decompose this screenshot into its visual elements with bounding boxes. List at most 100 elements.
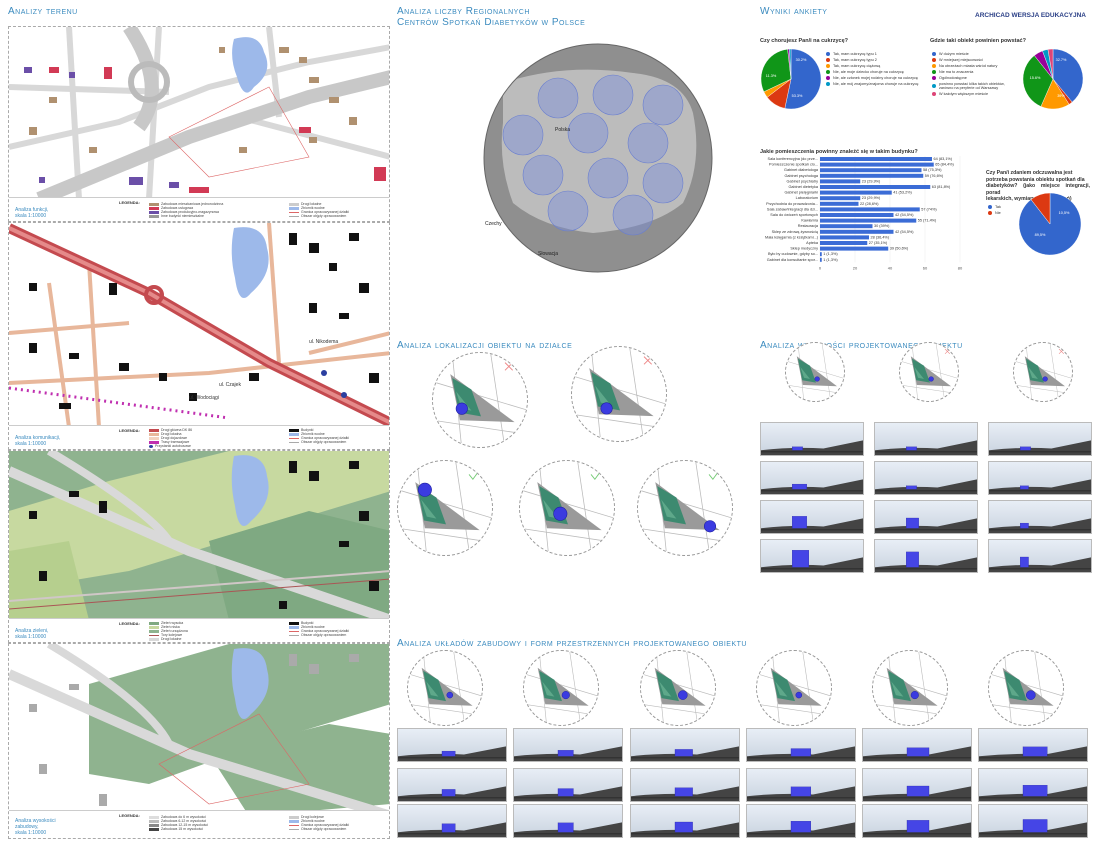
legend-item: Drogi lokalne [289,202,321,206]
elevation-thumbnail [874,500,978,534]
title-regional: Analiza liczby Regionalnych Centrów Spot… [397,6,585,28]
pie-slice [784,48,822,110]
legend-item: Tory kolejowe [149,633,182,637]
pie-label: 32.7% [1056,58,1067,62]
site-variant-thumbnail [397,460,493,556]
q1-pie-chart: 53.3%11.3%30.2% [760,48,822,110]
legend-item: Obszar objęty opracowaniem [289,633,346,637]
site-variant-thumbnail [899,342,959,402]
elevation-thumbnail [988,461,1092,495]
elevation-thumbnail [760,422,864,456]
bar-category-label: Apteka [806,241,819,245]
q1-title: Czy chorujesz Pan/i na cukrzycę? [760,38,849,44]
site-variant-thumbnail [432,352,528,448]
bar-value-label: 64 (83,1%) [934,157,953,161]
elevation-thumbnail [746,804,856,838]
legend-item: Granica opracowywanej działki [289,629,349,633]
bar [820,246,889,251]
pie-slice [1030,192,1051,225]
bar-category-label: Przychodnia do prowadzonia... [766,202,818,206]
bar-value-label: 1 (1,3%) [823,252,838,256]
bar-category-label: Sala zabaw/integracji dla dzi... [767,207,818,211]
q2-legend-row: Na obrzeżach miasta wśród natury [932,64,1020,68]
bar-value-label: 23 (29,9%) [862,196,881,200]
elevation-thumbnail [760,500,864,534]
q4-pie-chart: 89,5%10,5% [1018,192,1082,256]
legend-item: Zieleń urządzona [149,629,188,633]
bar [820,179,861,184]
bar [820,201,859,206]
bar-value-label: 41 (53,2%) [893,191,912,195]
title-analizy-terenu: Analizy terenu [8,6,78,17]
bar-value-label: 27 (35,1%) [869,241,888,245]
title-regional-line1: Analiza liczby Regionalnych [397,6,530,17]
elevation-thumbnail [760,461,864,495]
green-legend-title: LEGENDA: [119,621,140,626]
site-variant-thumbnail [523,650,599,726]
q1-legend-row: Tak, mam cukrzycę ciążową [826,64,926,68]
axis-tick: 0 [819,265,822,270]
title-wyniki: Wyniki ankiety [760,6,828,17]
legend-item: Zabudowa 6-12 m wysokości [149,819,206,823]
elevation-thumbnail [978,768,1088,802]
legend-item: Zabudowa 12-15 m wysokości [149,823,208,827]
pie-slice [789,48,792,80]
pie-slice [760,48,792,93]
legend-item: Zbiornik wodne [289,625,325,629]
q4-title: Czy Pan/i zdaniem odczuwalna jest potrze… [986,170,1090,202]
site-variant-thumbnail [407,650,483,726]
map-panel-green: Analiza zieleni,skala 1:10000 LEGENDA: Z… [8,450,390,643]
legend-item: Trasy tramwajowe [149,440,189,444]
legend-item: Zieleń wysoka [149,621,183,625]
q1-legend-row: Nie, ale członek mojej rodziny choruje n… [826,76,926,80]
bar [820,229,894,234]
pie-slice [1047,48,1054,80]
bar [820,190,892,195]
legend-item: Zbiornik wodne [289,432,325,436]
legend-item: Obszar objęty opracowaniem [289,440,346,444]
function-scale-label: Analiza funkcji,skala 1:10000 [15,207,49,219]
q2-legend-row: W każdym większym mieście [932,92,1020,96]
bar-category-label: Mała księgarnia (z książkami...) [765,235,819,239]
legend-item: Obszar objęty opracowaniem [289,827,346,831]
pie-label: 30.2% [796,58,807,62]
title-regional-line2: Centrów Spotkań Diabetyków w Polsce [397,17,586,28]
bar-category-label: Laboratorium [796,196,818,200]
bar-value-label: 55 (71,4%) [918,219,937,223]
axis-tick: 80 [958,265,963,270]
street-label-czajek: ul. Czajek [219,382,241,388]
legend-item: Drogi dojazdowe [149,436,187,440]
communication-legend: Analiza komunikacji,skala 1:10000 LEGEND… [9,425,389,449]
map-panel-communication: ul. Czajek ul. Wodociągi ul. Nikodema An… [8,222,390,450]
green-legend: Analiza zieleni,skala 1:10000 LEGENDA: Z… [9,618,389,642]
q2-legend-row: Ogólnodostępne [932,76,1020,80]
bar-value-label: 30 (39%) [874,224,890,228]
bar-value-label: 22 (28,6%) [860,202,879,206]
elevation-thumbnail [513,804,623,838]
site-variant-thumbnail [640,650,716,726]
site-variant-thumbnail [872,650,948,726]
legend-item: Granica opracowywanej działki [289,210,349,214]
bar-category-label: Sala konferencyjna (do prze... [768,157,818,161]
site-variant-thumbnail [756,650,832,726]
q2-title: Gdzie taki obiekt powinien powstać? [930,38,1026,44]
pie-label: 15.6% [1030,76,1041,80]
q4-legend-row: Nie [988,211,1001,215]
bar [820,252,822,257]
bar-category-label: Sklep medyczny [790,247,818,251]
legend-item: Granica opracowywanej działki [289,436,349,440]
q2-pie-chart: 32.7%15.6%39% [1022,48,1084,110]
axis-tick: 60 [923,265,928,270]
elevation-thumbnail [397,804,507,838]
bar [820,168,922,173]
bar-value-label: 23 (29,9%) [862,179,881,183]
green-scale-label: Analiza zieleni,skala 1:10000 [15,628,49,640]
q4-legend: Tak Nie [988,205,1001,217]
bar [820,173,924,178]
bar-value-label: 39 (50,6%) [890,247,909,251]
bar-value-label: 57 (74%) [921,207,937,211]
legend-item: Zbiornik wodne [289,206,325,210]
